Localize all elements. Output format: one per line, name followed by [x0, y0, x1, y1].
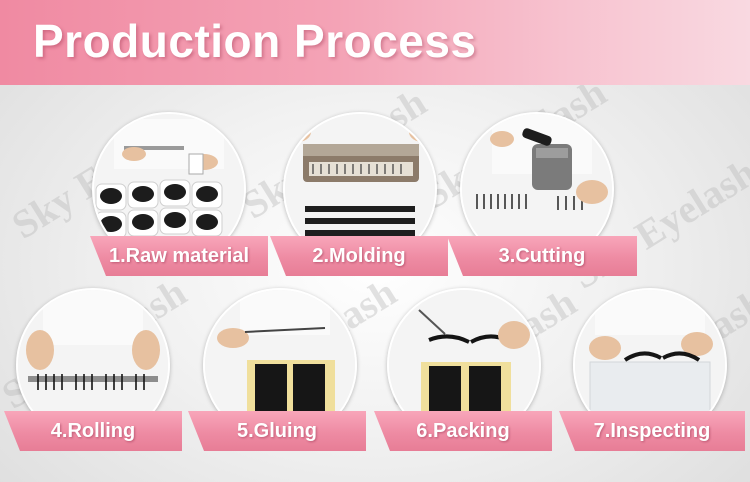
- step-label: 5.Gluing: [188, 411, 366, 451]
- step-label: 7.Inspecting: [559, 411, 745, 451]
- step-label: 4.Rolling: [4, 411, 182, 451]
- header-banner: Production Process: [0, 0, 750, 85]
- step-label: 1.Raw material: [90, 236, 268, 276]
- step-label: 2.Molding: [270, 236, 448, 276]
- page-title: Production Process: [33, 15, 477, 67]
- step-label: 3.Cutting: [447, 236, 637, 276]
- step-label: 6.Packing: [374, 411, 552, 451]
